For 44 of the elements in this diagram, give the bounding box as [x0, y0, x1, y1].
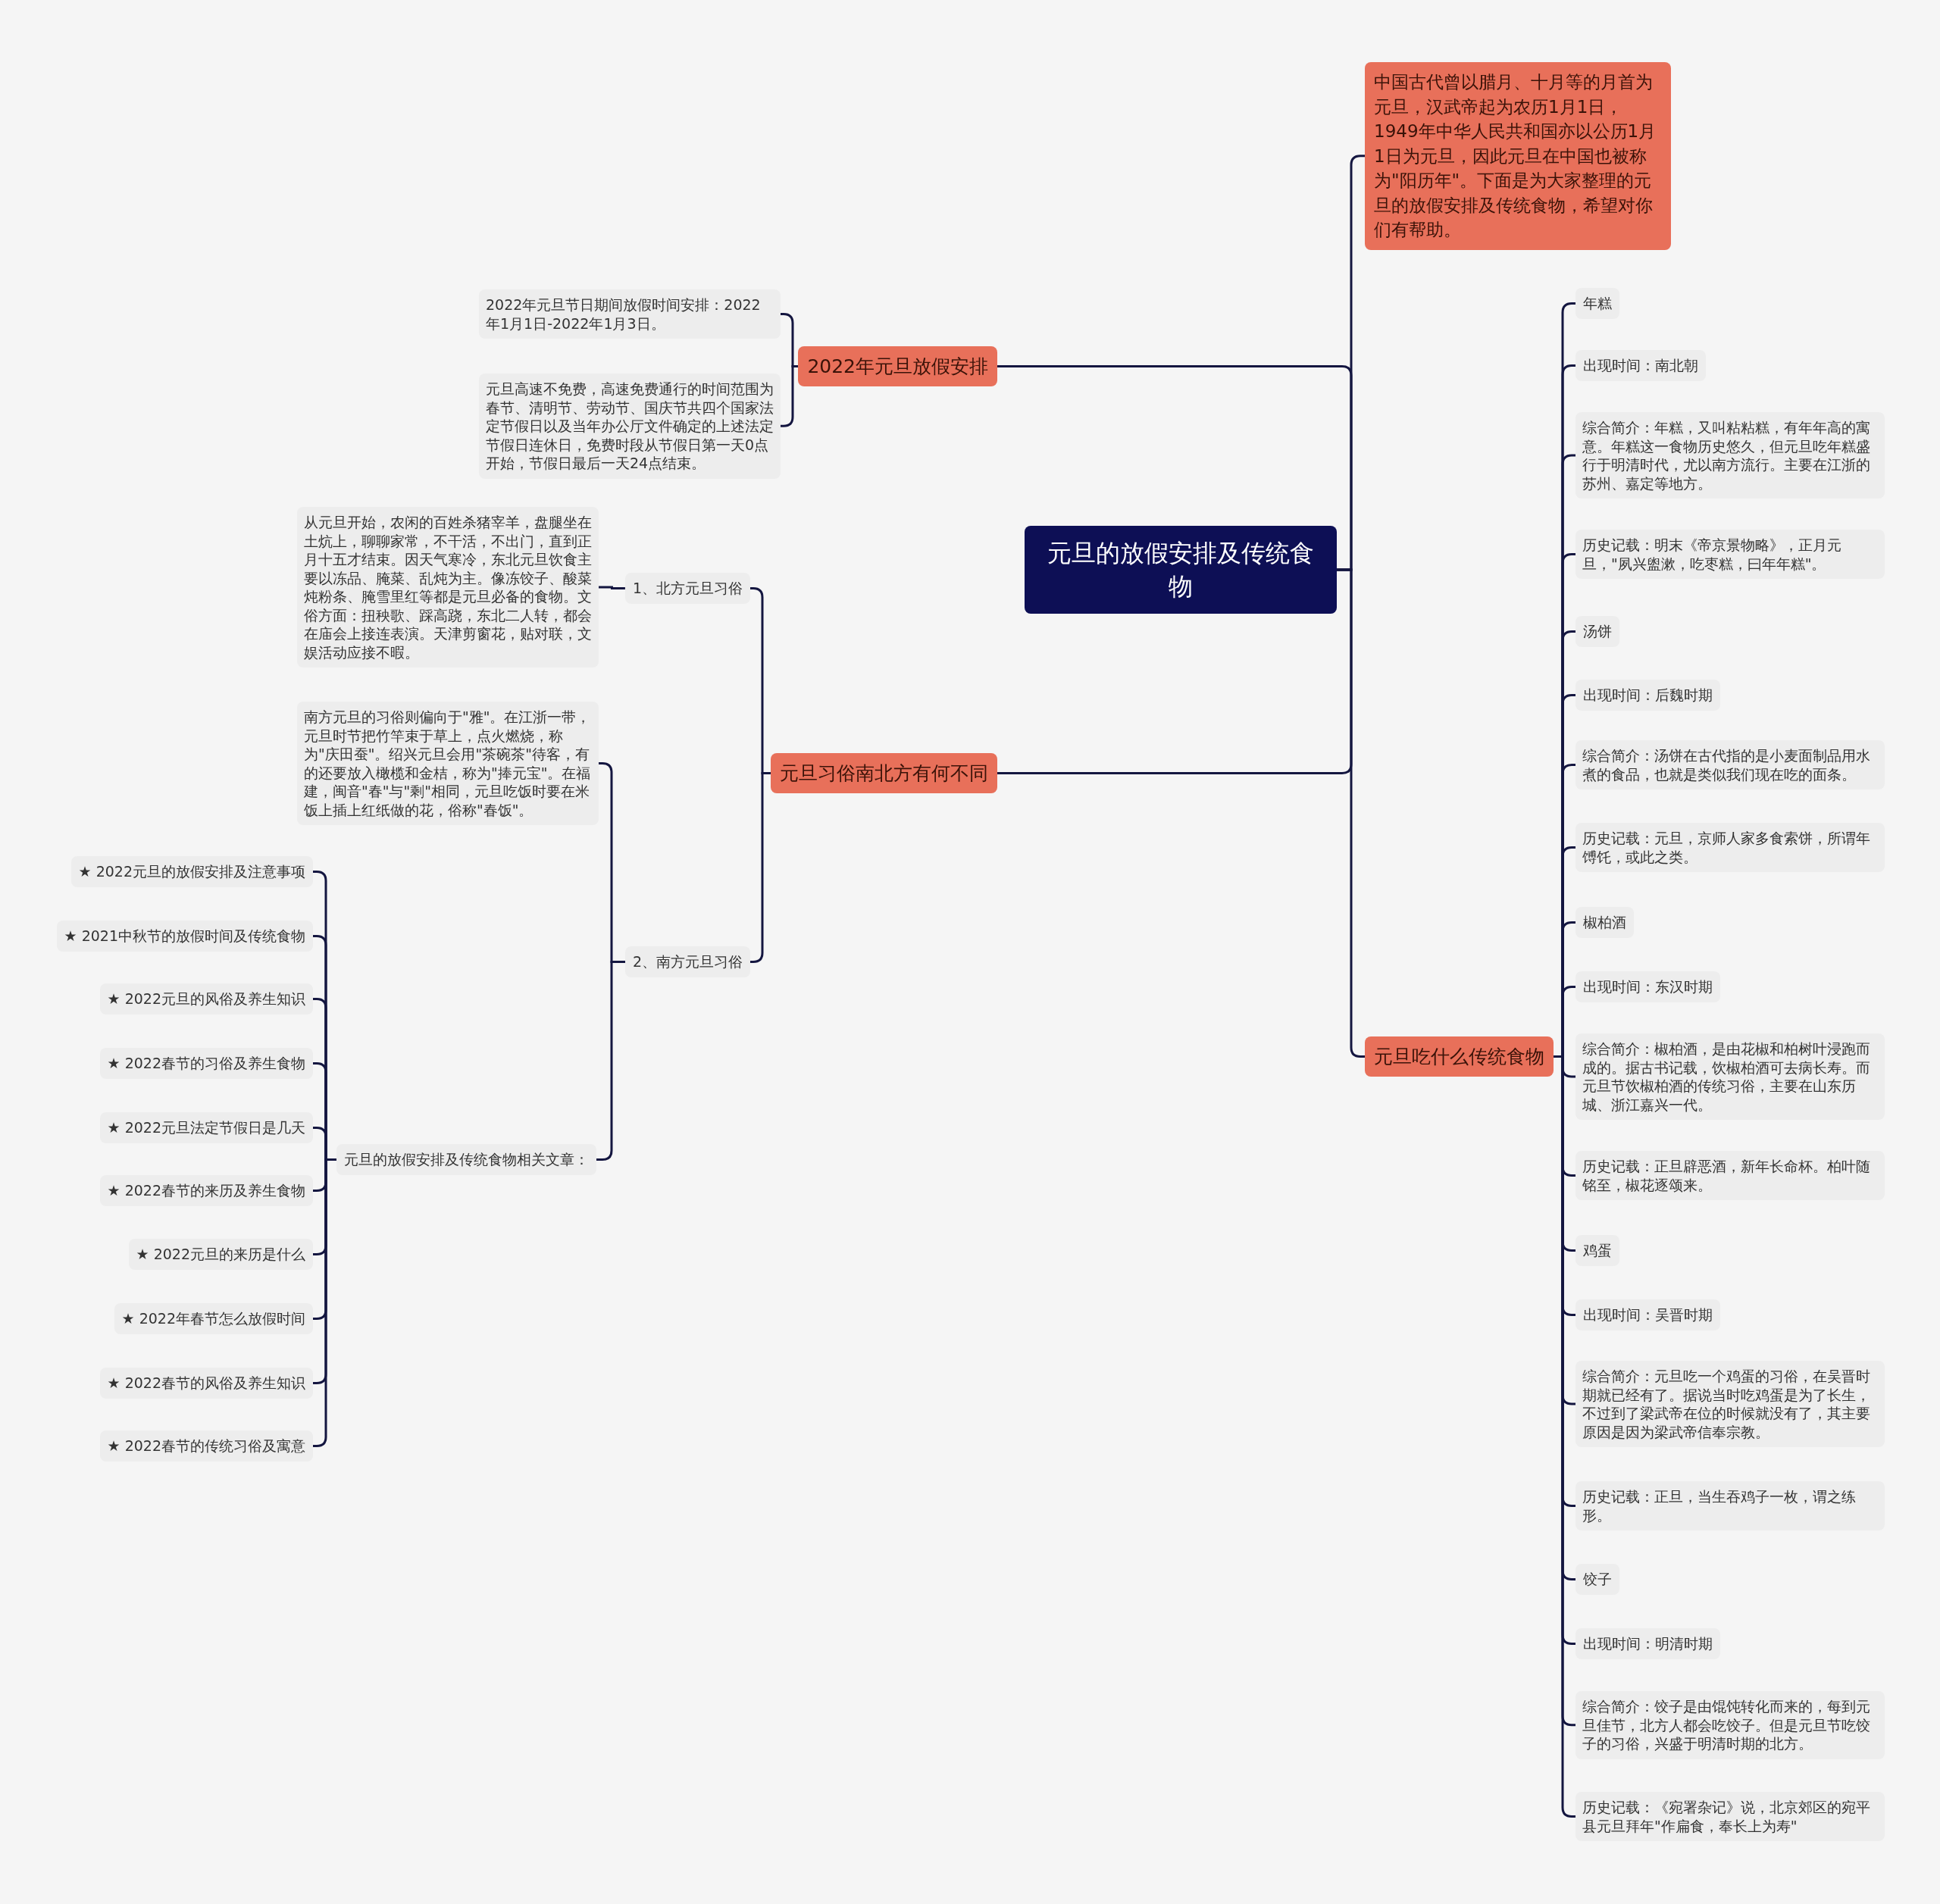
link-item: ★ 2022春节的来历及养生食物 [99, 1175, 313, 1206]
text-box: 综合简介：饺子是由馄饨转化而来的，每到元旦佳节，北方人都会吃饺子。但是元旦节吃饺子的习俗，兴盛于明清时期的北方。 [1575, 1691, 1885, 1759]
text-box: 综合简介：元旦吃一个鸡蛋的习俗，在吴晋时期就已经有了。据说当时吃鸡蛋是为了长生，不过到了梁武帝在位的时候就没有了，其主要原因是因为梁武帝信奉宗教。 [1575, 1361, 1885, 1447]
topic-label: 1、北方元旦习俗 [624, 573, 750, 604]
topic-label: 元旦的放假安排及传统食物相关文章： [336, 1144, 596, 1175]
topic-label: 出现时间：后魏时期 [1575, 680, 1720, 711]
intro-box: 中国古代曾以腊月、十月等的月首为元旦，汉武帝起为农历1月1日，1949年中华人民共和国亦以公历1月1日为元旦，因此元旦在中国也被称为"阳历年"。下面是为大家整理的元旦的放假安排及传统食物，希望对你们有帮助。 [1365, 62, 1671, 250]
central-topic-box: 元旦的放假安排及传统食物 [1025, 526, 1337, 614]
food-label: 汤饼 [1575, 616, 1619, 647]
topic-label: 出现时间：南北朝 [1575, 350, 1706, 381]
text-box: 历史记载：元旦，京师人家多食索饼，所谓年馎饦，或此之类。 [1575, 823, 1885, 872]
food-label: 椒柏酒 [1575, 907, 1634, 938]
topic-label: 出现时间：明清时期 [1575, 1628, 1720, 1659]
link-item: ★ 2022元旦法定节假日是几天 [99, 1112, 313, 1143]
branch-box: 元旦习俗南北方有何不同 [771, 753, 997, 793]
topic-label: 出现时间：吴晋时期 [1575, 1299, 1720, 1330]
topic-label: 2、南方元旦习俗 [624, 946, 750, 977]
link-item: ★ 2022年春节怎么放假时间 [114, 1303, 313, 1334]
text-box: 历史记载：正旦辟恶酒，新年长命杯。柏叶随铭至，椒花逐颂来。 [1575, 1151, 1885, 1200]
food-label: 年糕 [1575, 288, 1619, 319]
text-box: 南方元旦的习俗则偏向于"雅"。在江浙一带，元旦时节把竹竿束于草上，点火燃烧，称为"庆田蚕"。绍兴元旦会用"茶碗茶"待客，有的还要放入橄榄和金桔，称为"捧元宝"。在福建，闽音"春"与"剩"相同，元旦吃饭时要在米饭上插上红纸做的花，俗称"春饭"。 [297, 702, 599, 825]
text-box: 历史记载：正旦，当生吞鸡子一枚，谓之练形。 [1575, 1481, 1885, 1530]
link-item: ★ 2022春节的传统习俗及寓意 [99, 1430, 313, 1462]
text-box: 元旦高速不免费，高速免费通行的时间范围为春节、清明节、劳动节、国庆节共四个国家法定节假日以及当年办公厅文件确定的上述法定节假日连休日，免费时段从节假日第一天0点开始，节假日最后一天24点结束。 [479, 374, 781, 479]
link-item: ★ 2022春节的习俗及养生食物 [99, 1048, 313, 1079]
link-item: ★ 2022元旦的放假安排及注意事项 [70, 856, 313, 887]
text-box: 综合简介：汤饼在古代指的是小麦面制品用水煮的食品，也就是类似我们现在吃的面条。 [1575, 740, 1885, 789]
text-box: 从元旦开始，农闲的百姓杀猪宰羊，盘腿坐在土炕上，聊聊家常，不干活，不出门，直到正月十五才结束。因天气寒冷，东北元旦饮食主要以冻品、腌菜、乱炖为主。像冻饺子、酸菜炖粉条、腌雪里红等都是元旦必备的食物。文俗方面：扭秧歌、踩高跷，东北二人转，都会在庙会上接连表演。天津剪窗花，贴对联，文娱活动应接不暇。 [297, 507, 599, 667]
food-label: 饺子 [1575, 1564, 1619, 1595]
link-item: ★ 2022元旦的来历是什么 [128, 1239, 313, 1270]
topic-label: 出现时间：东汉时期 [1575, 971, 1720, 1002]
text-box: 综合简介：年糕，又叫粘粘糕，有年年高的寓意。年糕这一食物历史悠久，但元旦吃年糕盛行于明清时代，尤以南方流行。主要在江浙的苏州、嘉定等地方。 [1575, 412, 1885, 499]
link-item: ★ 2021中秋节的放假时间及传统食物 [56, 921, 313, 952]
food-label: 鸡蛋 [1575, 1235, 1619, 1266]
connector-line [596, 961, 625, 1161]
connector-line [599, 586, 625, 589]
branch-box: 2022年元旦放假安排 [798, 346, 997, 386]
branch-box: 元旦吃什么传统食物 [1365, 1036, 1554, 1077]
text-box: 综合简介：椒柏酒，是由花椒和柏树叶浸跑而成的。据古书记载，饮椒柏酒可去病长寿。而元旦节饮椒柏酒的传统习俗，主要在山东历城、浙江嘉兴一代。 [1575, 1033, 1885, 1120]
text-box: 2022年元旦节日期间放假时间安排：2022年1月1日-2022年1月3日。 [479, 289, 781, 339]
link-item: ★ 2022春节的风俗及养生知识 [99, 1368, 313, 1399]
text-box: 历史记载：明末《帝京景物略》，正月元旦，"夙兴盥漱，吃枣糕，曰年年糕"。 [1575, 530, 1885, 579]
text-box: 历史记载：《宛署杂记》说，北京郊区的宛平县元旦拜年"作扁食，奉长上为寿" [1575, 1792, 1885, 1841]
link-item: ★ 2022元旦的风俗及养生知识 [99, 983, 313, 1015]
